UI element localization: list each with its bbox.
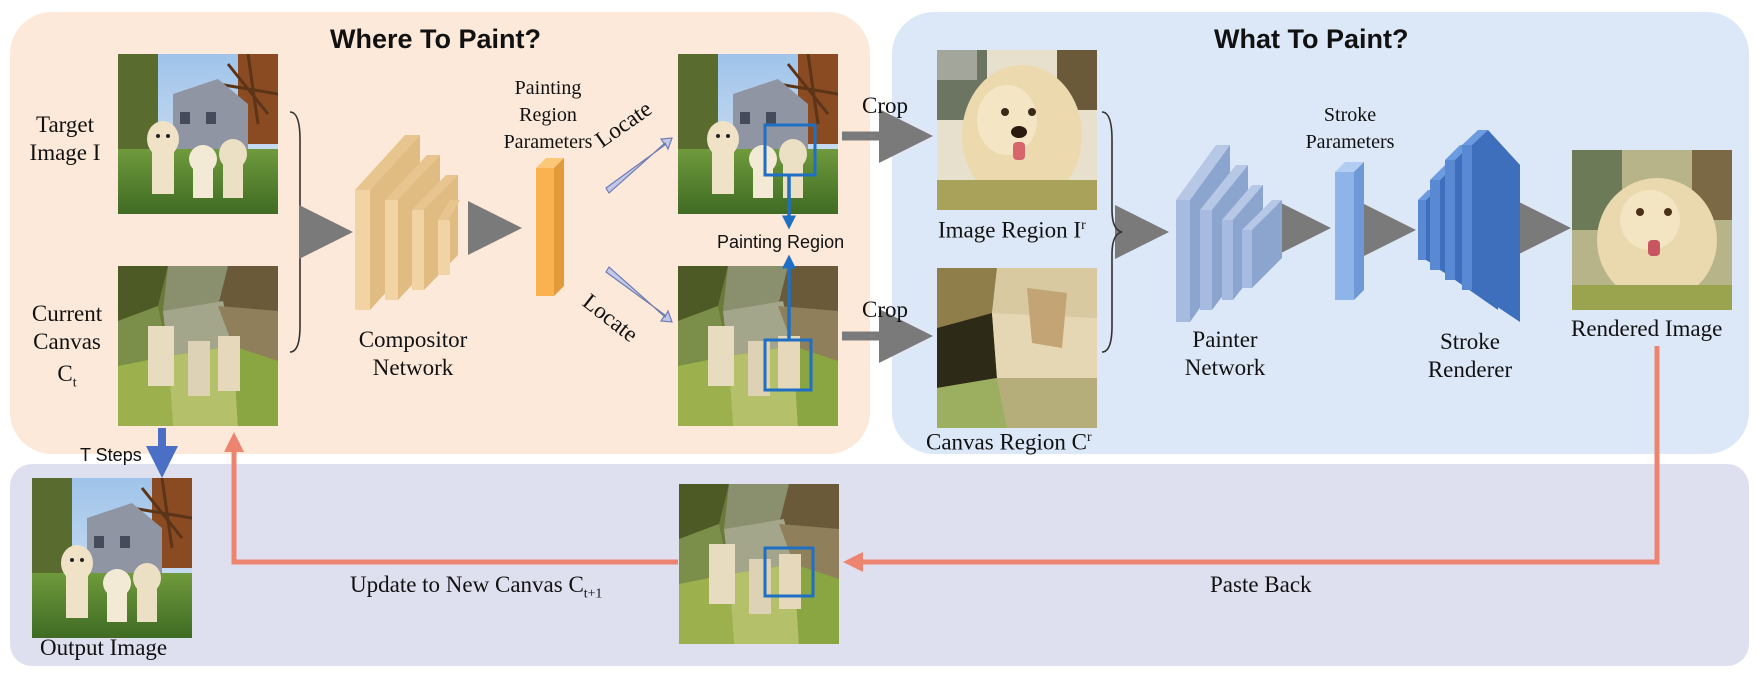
paste-back-label: Paste Back xyxy=(1210,572,1312,597)
update-canvas-arrow xyxy=(224,432,678,565)
update-canvas-label: Update to New Canvas Ct+1 xyxy=(350,572,603,601)
compositor-network xyxy=(355,135,460,310)
current-canvas xyxy=(118,266,278,426)
current-canvas-label: Current Canvas xyxy=(31,301,103,354)
stroke-renderer xyxy=(1418,130,1520,322)
t-steps-label: T Steps xyxy=(80,445,142,465)
region-params-block xyxy=(536,158,564,296)
image-region-label: Image Region Ir xyxy=(938,217,1086,243)
stroke-renderer-label: Stroke Renderer xyxy=(1427,329,1513,382)
where-to-paint-title: Where To Paint? xyxy=(330,24,542,54)
what-to-paint-title: What To Paint? xyxy=(1214,24,1409,54)
region-params-label: Painting Region Parameters xyxy=(503,77,593,153)
paste-back-arrow xyxy=(843,346,1660,572)
output-image xyxy=(32,478,192,638)
rendered-image-label: Rendered Image xyxy=(1571,316,1723,341)
crop-bottom-label: Crop xyxy=(862,297,908,322)
crop-brace xyxy=(1101,111,1123,353)
locate-arrow-up xyxy=(605,137,673,194)
updated-canvas xyxy=(679,484,839,644)
canvas-region-label: Canvas Region Cr xyxy=(926,429,1092,455)
painter-network-label: Painter Network xyxy=(1184,327,1266,380)
stroke-params-label: Stroke Parameters xyxy=(1305,104,1395,153)
canvas-update-panel xyxy=(10,464,1749,666)
painter-network xyxy=(1176,145,1282,322)
stroke-params-block xyxy=(1335,162,1364,300)
locate-arrow-down xyxy=(605,266,673,323)
rendered-image xyxy=(1572,150,1732,310)
located-image xyxy=(678,54,838,214)
located-canvas xyxy=(678,266,838,426)
image-region xyxy=(937,50,1097,210)
canvas-region xyxy=(937,268,1097,428)
output-image-label: Output Image xyxy=(40,635,168,660)
crop-top-label: Crop xyxy=(862,93,908,118)
target-image xyxy=(118,54,278,214)
target-image-label: Target Image I xyxy=(29,112,101,165)
compositor-network-label: Compositor Network xyxy=(358,327,468,380)
painting-region-label: Painting Region xyxy=(717,232,845,252)
current-canvas-symbol: Ct xyxy=(57,361,77,390)
